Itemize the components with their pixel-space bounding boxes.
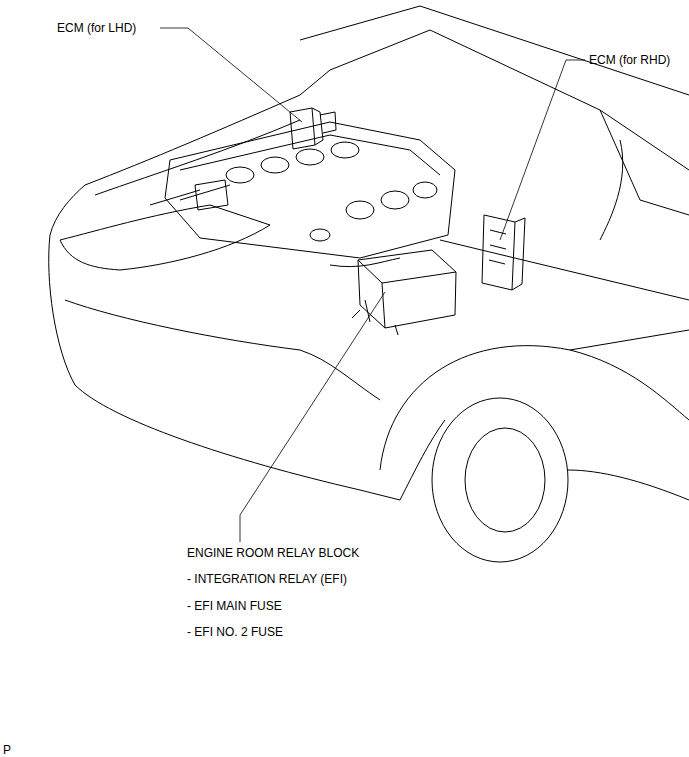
relay-block-top: [358, 250, 456, 283]
ecm-rhd: [482, 215, 515, 290]
ecm-bracket: [320, 112, 336, 133]
part-label: P: [3, 743, 11, 757]
grille: [60, 205, 270, 270]
ecm-lhd: [290, 108, 315, 149]
leader-line: [240, 292, 385, 542]
hood-edge: [85, 70, 330, 185]
leader-line: [500, 60, 585, 240]
part-label: - EFI NO. 2 FUSE: [187, 625, 283, 639]
relay-block-bracket: [352, 300, 398, 335]
bumper-crease: [65, 300, 380, 400]
bumper-outline: [49, 185, 400, 500]
intake-runner: [381, 191, 409, 209]
engine-cover: [165, 122, 455, 258]
intake-runner: [331, 142, 359, 158]
part-label: ECM (for LHD): [57, 21, 136, 35]
a-pillar: [600, 110, 689, 215]
body-lower: [568, 470, 689, 500]
intake-runner: [346, 201, 374, 219]
part-label: ECM (for RHD): [589, 53, 670, 67]
part-label: - INTEGRATION RELAY (EFI): [187, 572, 347, 586]
intake-runner: [296, 149, 324, 165]
headlamp-line: [150, 185, 230, 205]
hood-inner: [95, 120, 300, 195]
intake-runner: [413, 182, 437, 198]
engine-part: [195, 180, 228, 210]
intake-runner: [261, 157, 289, 173]
relay-block-side: [385, 272, 456, 328]
wheel-rim: [465, 428, 545, 532]
leader-line: [160, 28, 302, 122]
cowl-line: [330, 30, 689, 170]
relay-block-front: [358, 260, 385, 328]
part-label: ENGINE ROOM RELAY BLOCK: [187, 546, 359, 560]
tire: [432, 398, 568, 562]
intake-runner: [226, 167, 254, 183]
ecm-connector: [489, 230, 506, 264]
fender-line: [400, 420, 445, 500]
ecm-rhd-side: [512, 218, 525, 290]
windshield-line: [300, 6, 689, 95]
wheel-arch: [380, 346, 689, 470]
ecm-lhd-side: [312, 108, 323, 145]
part-label: - EFI MAIN FUSE: [187, 599, 282, 613]
fender-top: [440, 240, 689, 300]
mirror-line: [600, 140, 623, 240]
oil-cap: [310, 229, 330, 241]
engine-cover-ridge: [180, 135, 440, 175]
body-side: [570, 330, 689, 350]
